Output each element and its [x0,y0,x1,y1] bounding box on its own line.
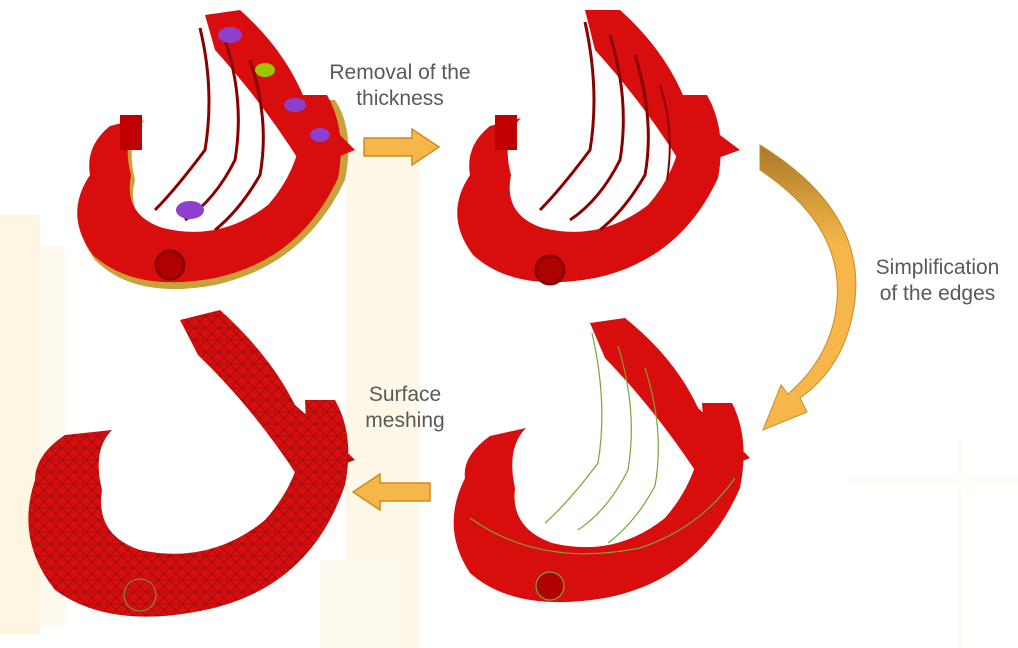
simplification-edges-label: Simplification of the edges [855,255,1018,307]
meshing-label-line1: Surface [350,382,460,408]
simplified-edges-part [440,318,760,618]
meshing-label-line2: meshing [350,408,460,434]
right-arrow-icon [362,127,442,167]
simplification-label-line2: of the edges [855,281,1018,307]
surface-meshing-label: Surface meshing [350,382,460,434]
removal-label-line2: thickness [300,86,500,112]
simplification-label-line1: Simplification [855,255,1018,281]
surface-meshed-part [20,310,365,635]
thickness-removed-part [435,10,745,300]
left-arrow-icon [350,472,432,512]
removal-label-line1: Removal of the [300,60,500,86]
original-manifold-part [55,10,365,300]
curved-down-arrow-icon [755,140,870,440]
removal-thickness-label: Removal of the thickness [300,60,500,112]
